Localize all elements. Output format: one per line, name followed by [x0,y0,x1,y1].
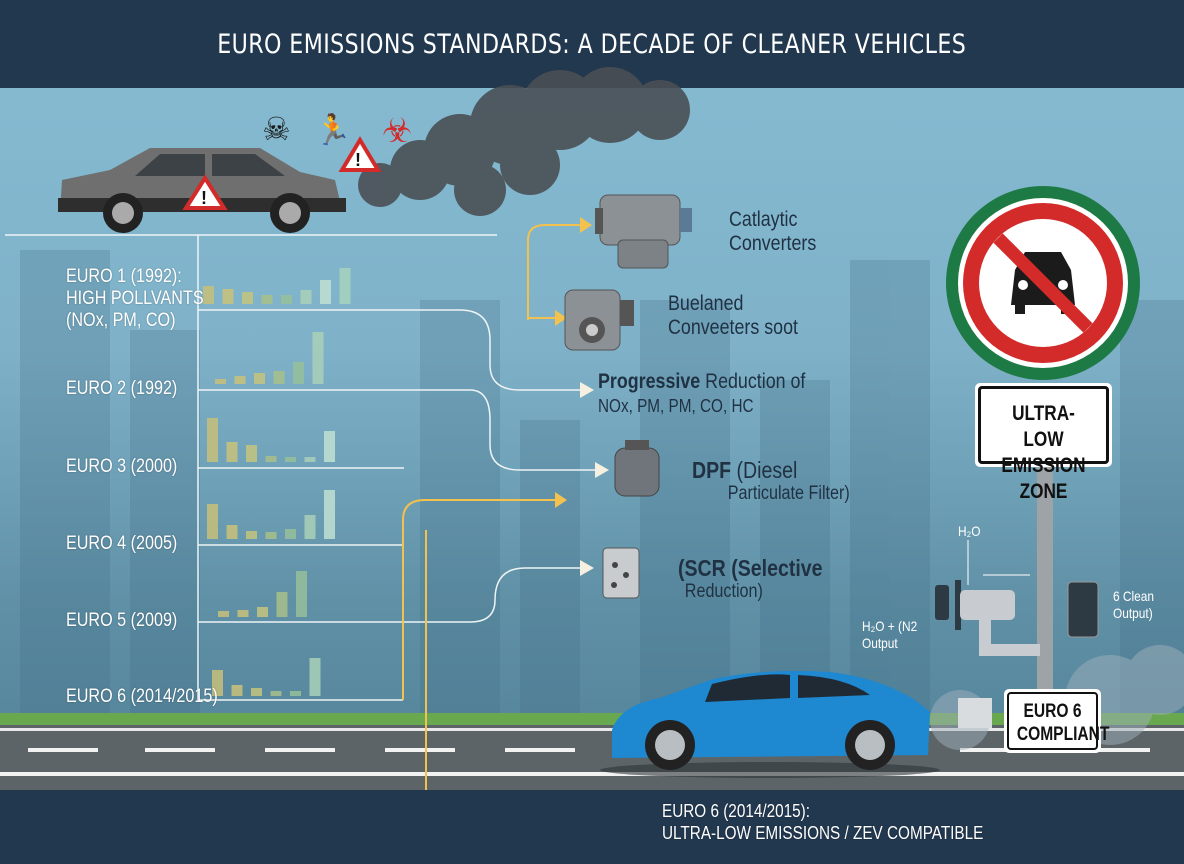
stage-euro-6: EURO 6 (2014/2015) [66,686,218,707]
stage-label: EURO 1 (1992): [66,266,182,287]
bar [324,490,335,539]
bar [285,457,296,462]
bar [226,442,238,462]
dpf-label: DPF (Diesel Particulate Filter) [692,457,850,504]
lane-dashes [28,748,1150,752]
bar [231,685,243,696]
bar [296,571,307,617]
svg-text:!: ! [201,188,207,208]
bar [293,362,304,384]
bar [265,532,277,539]
footer-line-2: ULTRA-LOW EMISSIONS / ZEV COMPATIBLE [662,823,984,843]
bar [304,457,316,462]
bar [261,295,273,304]
mini-bar-charts [203,268,351,696]
bar [273,371,285,384]
bar [300,290,312,304]
footer-band [0,790,1184,864]
bar [251,688,262,696]
bar [304,515,316,539]
bar [320,280,331,304]
stage-sub: (NOx, PM, CO) [66,310,176,331]
stage-euro-5: EURO 5 (2009) [66,610,178,631]
bar [254,373,265,384]
stage-euro-3: EURO 3 (2000) [66,456,178,477]
warning-triangle-icon: ! [338,136,382,172]
svg-text:!: ! [355,150,361,170]
bar [285,529,296,539]
h2o-label: H₂O [958,523,981,539]
bar [215,379,226,384]
bar [203,286,214,304]
box-icon [958,698,992,728]
bar [242,292,253,304]
scr-label: (SCR (Selective Reduction) [678,555,823,602]
bar [207,504,218,539]
ulez-sign: ULTRA-LOW EMISSION ZONE [975,383,1112,503]
bar [276,592,288,617]
bar [270,691,282,696]
bar [246,445,257,462]
exhaust-smoke [358,67,690,216]
dpf-filter-icon [614,440,660,497]
bar [237,610,249,617]
bar [212,670,223,696]
bar [234,376,246,384]
footer-line-1: EURO 6 (2014/2015): [662,801,810,821]
bar [226,525,238,539]
timeline-lines [5,234,595,702]
skull-crossbones-icon: ☠ [262,111,291,147]
bar [246,531,257,539]
bar [257,607,268,617]
bar [207,418,218,462]
bar [339,268,351,304]
no-car-sign [946,186,1140,715]
old-polluting-car: ! [58,148,346,233]
emission-filter-device [935,540,1099,656]
biohazard-icon: ☣ [382,112,412,150]
bar [265,456,277,462]
clean-electric-car [600,671,940,778]
euro6-compliant-badge: EURO 6 COMPLIANT [1004,689,1109,753]
page-title: EURO EMISSIONS STANDARDS: A DECADE OF CL… [217,28,967,60]
buelaned-converter-icon [564,289,634,351]
bar [281,295,292,304]
stage-sub: HIGH POLLVANTS [66,288,204,309]
catalytic-converter-icon [595,194,692,269]
progressive-reduction-label: Progressive Reduction of NOx, PM, PM, CO… [598,370,806,416]
stage-euro-4: EURO 4 (2005) [66,533,178,554]
bar [312,332,324,384]
scr-unit-icon [602,547,640,599]
bar [290,691,301,696]
bar [222,289,234,304]
road [0,725,1184,790]
bar [218,611,229,617]
bar [324,431,335,462]
running-person-icon: 🏃 [314,112,351,147]
bar [309,658,321,696]
stage-euro-1: EURO 1 (1992): HIGH POLLVANTS (NOx, PM, … [66,266,228,332]
stage-euro-2: EURO 2 (1992) [66,378,178,399]
